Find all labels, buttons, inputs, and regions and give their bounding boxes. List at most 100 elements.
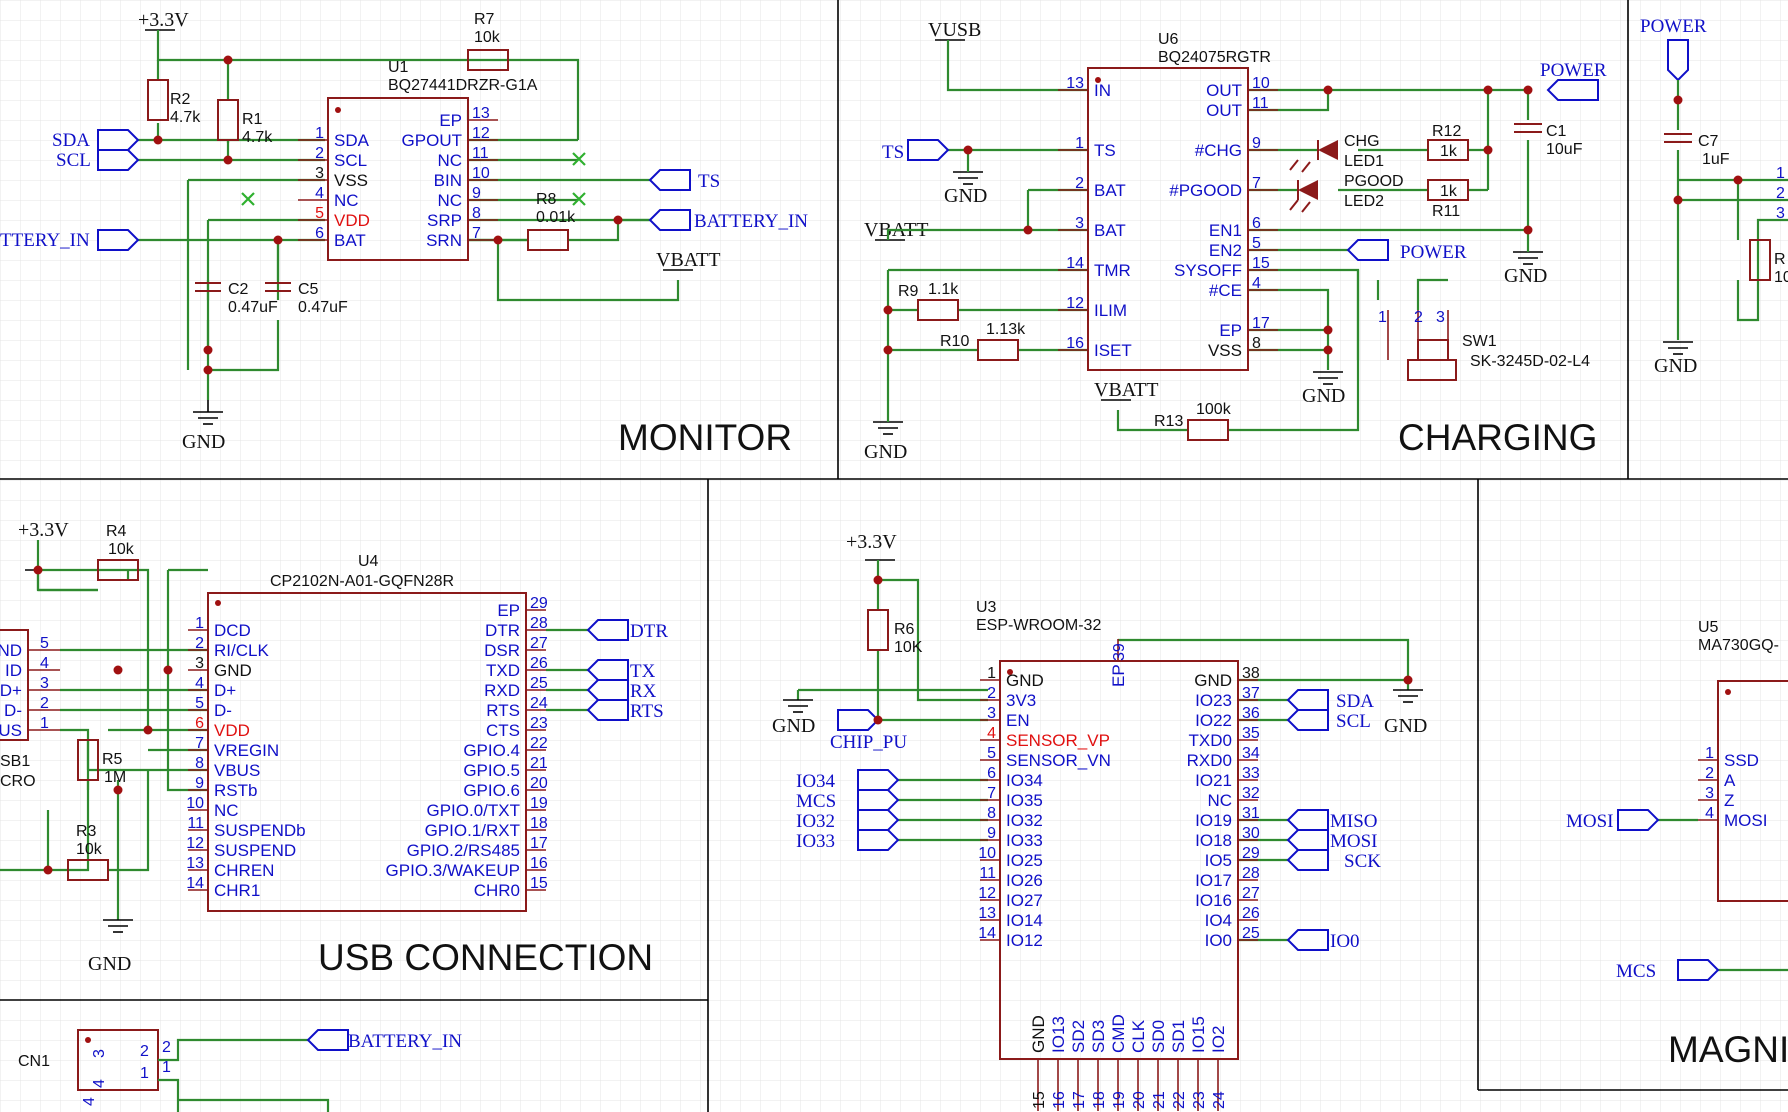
u6-value: BQ24075RGTR [1158, 49, 1271, 66]
miso-label: MISO [1330, 811, 1378, 832]
pin-number: 32 [1242, 785, 1260, 802]
pin-number: 6 [1252, 215, 1261, 232]
u6-body [1087, 67, 1249, 371]
u5-body [1717, 680, 1788, 902]
pin-label-sd2: SD2 [1069, 1020, 1088, 1053]
pin-number: 28 [1242, 865, 1260, 882]
sw1-ref: SW1 [1462, 333, 1497, 350]
cn1-pin4: 4 [91, 1079, 108, 1088]
pin-label-io35: IO35 [1006, 791, 1043, 810]
u3-value: ESP-WROOM-32 [976, 617, 1101, 634]
c5-capacitor [265, 282, 291, 292]
pin-label-io23: IO23 [1195, 691, 1232, 710]
pin-number: 5 [315, 205, 324, 222]
gnd-label-c3: GND [1302, 385, 1345, 407]
pin-number: 13 [978, 905, 996, 922]
pin-label-rstb: RSTb [214, 781, 257, 800]
io34-port [857, 769, 900, 791]
usb-conn-value: CRO [0, 773, 36, 790]
pin-number: 28 [530, 615, 548, 632]
pin-number: 25 [1242, 925, 1260, 942]
r4-body [97, 559, 139, 581]
pin-number: 6 [987, 765, 996, 782]
sw1-pin3: 3 [1436, 309, 1445, 326]
pin-label-gnd: GND [1006, 671, 1044, 690]
r5-body [77, 739, 99, 781]
power-label-1: POWER [1540, 60, 1607, 81]
gnd-symbol [193, 400, 223, 425]
r4-value: 10k [108, 541, 135, 558]
pin-label-nc: NC [1207, 791, 1232, 810]
pin-label-srn: SRN [426, 231, 462, 250]
pin-number: 8 [1252, 335, 1261, 352]
cn1-pin1b: 1 [162, 1059, 171, 1076]
pin-number: 3 [40, 675, 49, 692]
pin-label-chr1: CHR1 [214, 881, 260, 900]
u5-ref: U5 [1698, 619, 1719, 636]
scl-port [97, 149, 140, 171]
pin-label-en2: EN2 [1209, 241, 1242, 260]
pin-number: 5 [195, 695, 204, 712]
pin-number: 3 [1075, 215, 1084, 232]
gnd-label-rt: GND [1654, 355, 1697, 377]
led1-name: CHG [1344, 133, 1380, 150]
gnd-label-usb: GND [88, 953, 131, 975]
pin-number: 21 [530, 755, 548, 772]
pin-number: 12 [472, 125, 490, 142]
section-title-charging: CHARGING [1398, 417, 1597, 458]
pin-number: 9 [472, 185, 481, 202]
pin-label-sysoff: SYSOFF [1174, 261, 1242, 280]
rts-port [586, 699, 629, 721]
pin-label-vdd: VDD [334, 211, 370, 230]
rx-port [586, 679, 629, 701]
pin-number: 11 [979, 865, 996, 882]
pin-label-io16: IO16 [1195, 891, 1232, 910]
pin-label-3v3: 3V3 [1006, 691, 1036, 710]
u1-body [327, 97, 469, 261]
pin-number: 2 [315, 145, 324, 162]
power-3v3-label: +3.3V [138, 9, 189, 31]
gnd-symbol-usb [103, 919, 133, 933]
pin-number: 31 [1242, 805, 1260, 822]
c2-ref: C2 [228, 281, 249, 298]
pin-number: 39 [1111, 643, 1128, 661]
r6-body [867, 609, 889, 651]
c2-capacitor [195, 282, 221, 292]
r9-body [917, 299, 959, 321]
pin-label-sensorvp: SENSOR_VP [1006, 731, 1110, 750]
vbatt-label: VBATT [656, 249, 720, 271]
pin-number: 10 [472, 165, 490, 182]
pin-label-bat: BAT [1094, 181, 1126, 200]
pin-label-io32: IO32 [1006, 811, 1043, 830]
pin-number: 9 [195, 775, 204, 792]
pin-number: 17 [1071, 1091, 1088, 1109]
pin-label-io26: IO26 [1006, 871, 1043, 890]
pin-label-rts: RTS [486, 701, 520, 720]
pin-number: 13 [1066, 75, 1084, 92]
pin-number: 38 [1242, 665, 1260, 682]
gnd-label-c2: GND [864, 441, 907, 463]
pin-label-gpio1rxt: GPIO.1/RXT [425, 821, 520, 840]
pin-label-scl: SCL [334, 151, 367, 170]
r3-body [67, 859, 109, 881]
pin-label-io21: IO21 [1195, 771, 1232, 790]
pin-number: 7 [472, 225, 481, 242]
pin-number: 5 [1252, 235, 1261, 252]
pin-number: 20 [530, 775, 548, 792]
pin-number: 19 [1111, 1091, 1128, 1109]
pin-label-io12: IO12 [1006, 931, 1043, 950]
mosi-port-mag [1617, 809, 1660, 831]
pin-number: 16 [530, 855, 548, 872]
pin-number: 37 [1242, 685, 1260, 702]
pin-number: 23 [530, 715, 548, 732]
usb-connector-body [0, 629, 29, 741]
power-port-2 [1346, 239, 1389, 261]
pin-number: 2 [195, 635, 204, 652]
pin-label-en1: EN1 [1209, 221, 1242, 240]
pin-number: 1 [987, 665, 996, 682]
r8-ref: R8 [536, 191, 557, 208]
